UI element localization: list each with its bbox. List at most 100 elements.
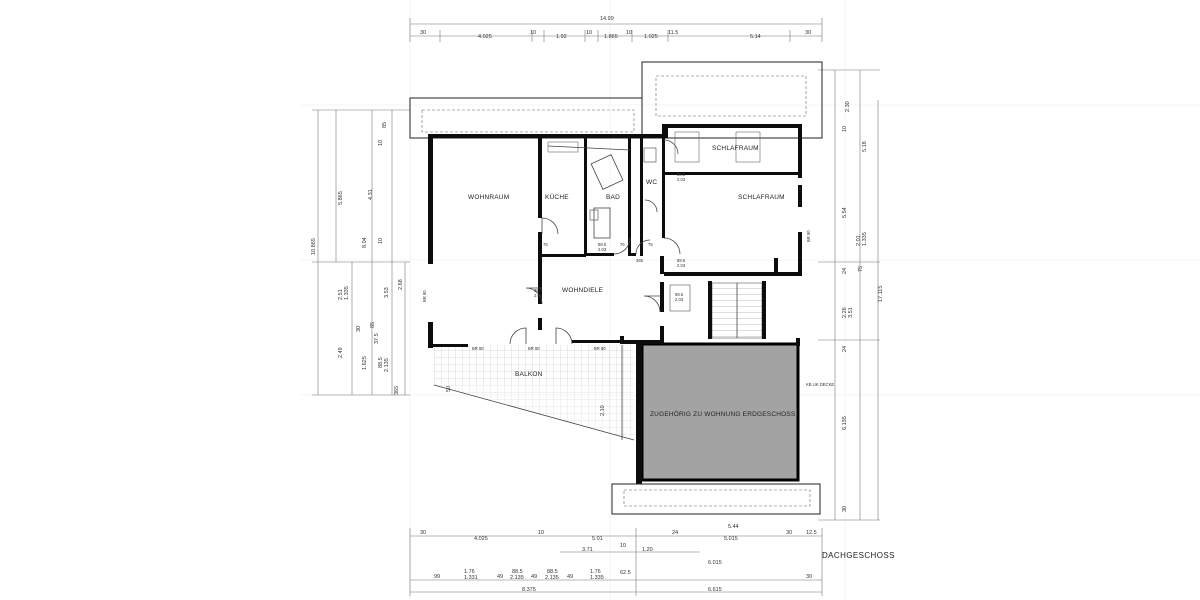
shaded-room bbox=[642, 344, 798, 480]
svg-text:88.5: 88.5 bbox=[675, 292, 684, 297]
svg-text:88.5: 88.5 bbox=[677, 172, 686, 177]
dim-label: 17.115 bbox=[878, 286, 884, 302]
svg-text:KB UK DECKE: KB UK DECKE bbox=[806, 382, 834, 387]
dim-label: 75 bbox=[858, 266, 864, 272]
dim-label: 5.14 bbox=[750, 34, 761, 40]
dim-label: 2.30 bbox=[845, 101, 851, 112]
fixtures bbox=[547, 131, 761, 239]
svg-text:75: 75 bbox=[648, 242, 653, 247]
room-wohndiele: WOHNDIELE bbox=[562, 287, 604, 294]
balkon-area bbox=[433, 345, 635, 441]
svg-text:88.5: 88.5 bbox=[677, 258, 686, 263]
dim-label: 10.865 bbox=[311, 238, 317, 255]
svg-text:62.5: 62.5 bbox=[620, 570, 631, 576]
svg-text:88.5: 88.5 bbox=[598, 242, 607, 247]
room-labels: WOHNRAUM KÜCHE BAD WC SCHLAFRAUM SCHLAFR… bbox=[468, 145, 796, 418]
room-zugehoerig: ZUGEHÖRIG ZU WOHNUNG ERDGESCHOSS bbox=[650, 410, 796, 418]
svg-text:6.615: 6.615 bbox=[708, 587, 722, 593]
room-schlafraum-1: SCHLAFRAUM bbox=[712, 145, 759, 152]
dim-label: 3.51 bbox=[848, 307, 854, 318]
svg-text:2.03: 2.03 bbox=[598, 247, 607, 252]
svg-text:5.44: 5.44 bbox=[728, 524, 739, 530]
roof-eaves bbox=[409, 61, 823, 139]
dim-label: 8.04 bbox=[362, 237, 368, 248]
dim-label: 1.025 bbox=[644, 34, 658, 40]
svg-text:4.025: 4.025 bbox=[474, 536, 488, 542]
dim-top-total: 14.99 bbox=[600, 16, 614, 22]
dim-label: 3.53 bbox=[384, 287, 390, 298]
doors bbox=[509, 139, 681, 345]
svg-text:1.20: 1.20 bbox=[642, 547, 653, 553]
svg-text:6.015: 6.015 bbox=[708, 560, 722, 566]
dim-label: 6.135 bbox=[842, 416, 848, 430]
walls bbox=[428, 124, 802, 484]
dim-label: 4.31 bbox=[368, 189, 374, 200]
room-schlafraum-2: SCHLAFRAUM bbox=[738, 194, 785, 201]
dim-label: 2.68 bbox=[398, 279, 404, 290]
dim-label: 5.18 bbox=[862, 141, 868, 152]
dim-label: 30 bbox=[842, 506, 848, 512]
dim-label: 10 bbox=[530, 30, 536, 36]
svg-text:88.5: 88.5 bbox=[547, 569, 558, 575]
dim-label: 24 bbox=[842, 346, 848, 352]
svg-text:99: 99 bbox=[434, 574, 440, 580]
svg-text:1.335: 1.335 bbox=[590, 575, 604, 581]
svg-text:8.375: 8.375 bbox=[522, 587, 536, 593]
room-wohnraum: WOHNRAUM bbox=[468, 194, 509, 201]
room-kueche: KÜCHE bbox=[545, 193, 569, 201]
dim-label: 2.01 bbox=[856, 235, 862, 246]
svg-text:30: 30 bbox=[806, 574, 812, 580]
dim-label: 10 bbox=[842, 126, 848, 132]
svg-text:BR 80: BR 80 bbox=[528, 346, 540, 351]
svg-text:88.5: 88.5 bbox=[534, 288, 543, 293]
svg-text:2.03: 2.03 bbox=[534, 293, 543, 298]
svg-text:30: 30 bbox=[420, 530, 426, 536]
annotations: 76 76 75 365 88.5 2.03 88.5 2.03 88.5 2.… bbox=[422, 172, 834, 416]
svg-text:2.03: 2.03 bbox=[677, 263, 686, 268]
dims-left: 10.865 5.865 4.31 85 10 8.04 10 3.53 2.6… bbox=[311, 109, 452, 396]
svg-text:1.76: 1.76 bbox=[590, 569, 601, 575]
svg-text:2.03: 2.03 bbox=[675, 297, 684, 302]
dim-label: 1.335 bbox=[344, 286, 350, 300]
dim-label: 85 bbox=[370, 322, 376, 328]
room-wc: WC bbox=[646, 179, 657, 186]
svg-text:12.5: 12.5 bbox=[806, 530, 817, 536]
dim-label: 10 bbox=[378, 238, 384, 244]
room-balkon: BALKON bbox=[515, 371, 543, 378]
svg-text:5.015: 5.015 bbox=[724, 536, 738, 542]
dim-label: 85 bbox=[382, 122, 388, 128]
svg-text:49: 49 bbox=[567, 574, 573, 580]
dim-label: 10 bbox=[378, 140, 384, 146]
svg-text:BR 80: BR 80 bbox=[806, 230, 811, 242]
dims-right: 2.30 10 5.18 5.54 2.01 1.335 24 75 17.11… bbox=[818, 69, 884, 521]
dim-label: 30 bbox=[420, 30, 426, 36]
svg-text:5.01: 5.01 bbox=[592, 536, 603, 542]
svg-text:30: 30 bbox=[786, 530, 792, 536]
svg-text:3.71: 3.71 bbox=[582, 547, 593, 553]
svg-text:24: 24 bbox=[672, 530, 678, 536]
svg-text:BR 80: BR 80 bbox=[472, 346, 484, 351]
dim-label: 24 bbox=[842, 268, 848, 274]
dim-label: 30 bbox=[805, 30, 811, 36]
dim-label: 10 bbox=[626, 30, 632, 36]
plan-title: DACHGESCHOSS bbox=[822, 551, 895, 560]
svg-text:2.10: 2.10 bbox=[600, 405, 606, 416]
dim-label: 10 bbox=[586, 30, 592, 36]
dim-label: 5.54 bbox=[842, 207, 848, 218]
bottom-eaves bbox=[611, 483, 821, 515]
dim-label: 5.865 bbox=[338, 191, 344, 205]
svg-text:BR 80: BR 80 bbox=[422, 290, 427, 302]
dim-label: 1.92 bbox=[556, 34, 567, 40]
room-bad: BAD bbox=[606, 194, 620, 201]
svg-text:76: 76 bbox=[620, 242, 625, 247]
dim-label: 2.49 bbox=[338, 347, 344, 358]
dim-label: 1.335 bbox=[862, 232, 868, 246]
svg-text:BR 80: BR 80 bbox=[594, 346, 606, 351]
dim-label: 2.135 bbox=[384, 358, 390, 372]
dim-label: 2.51 bbox=[338, 289, 344, 300]
dim-label: 37.5 bbox=[374, 333, 380, 344]
dims-bottom: 30 4.025 10 5.01 24 5.44 5.015 30 12.5 3… bbox=[409, 524, 823, 596]
svg-text:365: 365 bbox=[636, 258, 644, 263]
svg-text:1.76: 1.76 bbox=[464, 569, 475, 575]
